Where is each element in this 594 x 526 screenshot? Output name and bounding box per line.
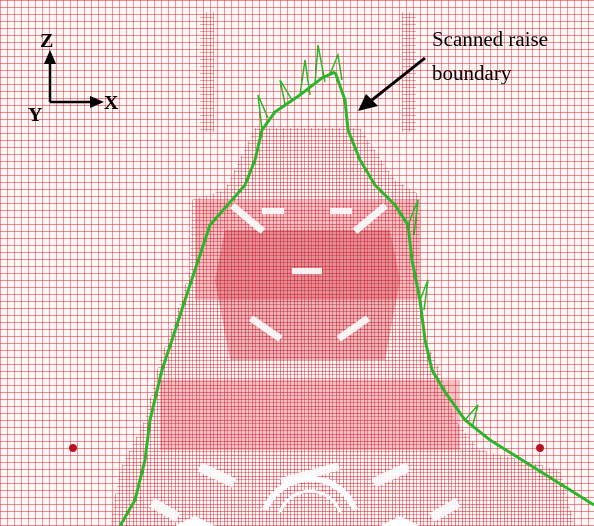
annotation-line-1: Scanned raise: [432, 27, 548, 51]
dense-mesh-overlay: [160, 200, 460, 450]
left-shaft: [200, 12, 214, 132]
cut-features: [149, 202, 461, 522]
axis-x-label: X: [104, 92, 119, 114]
bottom-cutout-right: [380, 516, 420, 526]
scanned-boundary-spikes: [257, 44, 479, 429]
bottom-cutout: [175, 516, 215, 526]
x-axis-arrowhead: [90, 96, 104, 108]
axis-z-label: Z: [40, 30, 53, 52]
scanned-boundary-left: [118, 70, 336, 526]
central-body: [215, 230, 400, 360]
annotation-arrow-shaft: [371, 56, 426, 102]
bottom-arc-inner: [278, 489, 342, 513]
left-marker: [69, 444, 77, 452]
bottom-arc: [262, 475, 358, 512]
z-axis-arrowhead: [44, 50, 56, 64]
axis-y-label: Y: [28, 104, 43, 126]
axis-triad: [48, 58, 96, 104]
annotation-line-2: boundary: [432, 61, 512, 85]
right-marker: [536, 444, 544, 452]
dense-mesh-region: [110, 128, 575, 526]
annotation-arrowhead: [358, 94, 378, 111]
